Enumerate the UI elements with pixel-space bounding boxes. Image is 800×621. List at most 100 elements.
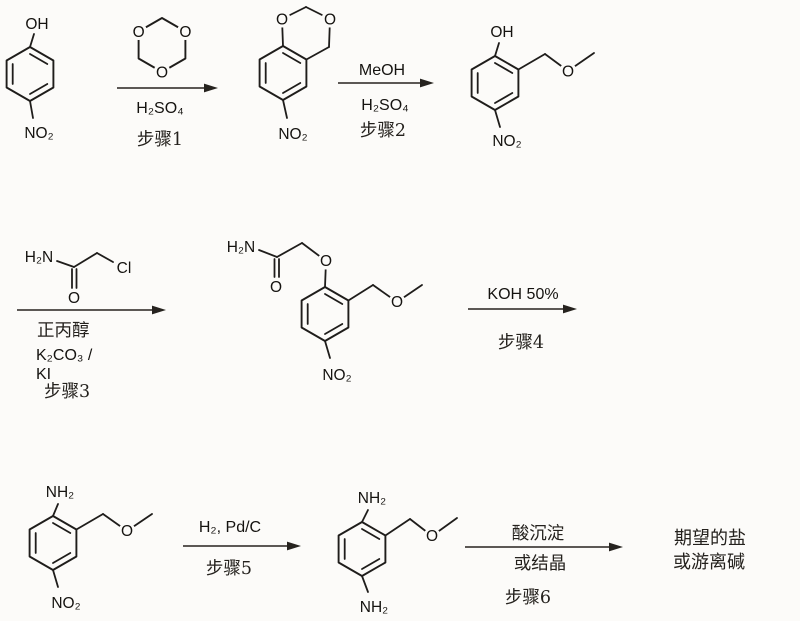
benzene-ring [300,286,350,342]
benzene-ring [258,45,308,101]
double-bond [361,528,381,540]
reagent-step2-below: H₂SO₄ [361,97,408,114]
atom-label-o: O [276,12,288,29]
bond-no2 [324,340,331,359]
molecule-methoxymethyl-nitrophenol: OH O NO₂ [470,24,595,150]
atom-mask [321,10,339,28]
bond-no2 [282,99,288,119]
molecule-phenoxyacetamide: H₂N O O O NO₂ [227,239,423,384]
double-bond [494,62,514,74]
arrow-head [287,541,301,551]
atom-label-no2: NO₂ [322,367,351,384]
atom-mask [130,23,148,40]
step2-label: 步骤2 [360,121,406,141]
atom-label-o: O [270,279,282,296]
molecule-chloroacetamide: H₂N O Cl [25,249,132,307]
atom-label-oh: OH [490,24,513,41]
atom-label-o: O [562,64,574,81]
molecule-trioxane: O O O [130,17,194,82]
benzene-ring [28,515,78,571]
reagent-step6-below: 或结晶 [514,554,567,574]
molecule-4-nitrophenol: OH NO₂ [5,16,55,142]
atom-mask [176,23,194,40]
step6-label: 步骤6 [505,588,551,608]
reagent-step6-above: 酸沉淀 [512,524,565,544]
reagent-step2-above: MeOH [359,62,405,79]
benzene-ring [337,521,387,577]
bond-oh [29,33,35,48]
bond-oh [494,42,500,57]
step4-label: 步骤4 [498,333,544,353]
arrow-head [204,83,218,93]
reagent-step3-ki: KI [36,366,51,383]
atom-label-o: O [179,24,191,41]
product-line2: 或游离碱 [673,552,745,573]
double-bond [52,522,72,534]
bond-nh2 [361,575,369,593]
arrow-step5: H₂, Pd/C 步骤5 [183,519,301,579]
double-bond [324,293,344,305]
molecule-nitrobenzodioxine: O O NO₂ [258,6,339,143]
bond-no2 [29,100,34,119]
atom-mask [118,522,136,540]
reagent-step1: H₂SO₄ [136,100,183,117]
atom-label-no2: NO₂ [24,125,53,142]
bond [258,249,278,258]
atom-label-o: O [320,253,332,270]
bond [305,46,330,61]
arrow-head [152,305,166,315]
atom-label-o: O [68,290,80,307]
bond-no2 [52,569,59,588]
bond [384,518,411,537]
arrow-step6: 酸沉淀 或结晶 步骤6 [465,524,623,608]
atom-mask [273,10,291,28]
molecule-methoxymethyl-diamine: NH₂ O NH₂ [337,490,458,616]
product-line1: 期望的盐 [674,528,746,549]
atom-label-h2n: H₂N [227,239,255,256]
bond-no2 [494,109,501,128]
arrow-step3: 正丙醇 K₂CO₃ / KI 步骤3 [17,305,166,402]
atom-label-o: O [391,294,403,311]
atom-label-o: O [121,523,133,540]
atom-label-oh: OH [25,16,48,33]
bond-cl [96,252,114,263]
molecule-methoxymethyl-nitroaniline: NH₂ O NO₂ [28,484,153,612]
bond [56,260,75,268]
bond [73,252,98,268]
double-bond [29,83,49,95]
atom-label-nh2: NH₂ [358,490,386,507]
atom-label-o: O [156,65,168,82]
atom-mask [317,252,335,270]
double-bond [282,82,302,94]
arrow-head [563,304,577,314]
reagent-step3-base: K₂CO₃ / [36,347,93,364]
double-bond [324,323,344,335]
atom-mask [153,63,171,81]
reagent-step4: KOH 50% [487,286,558,303]
benzene-ring [5,46,55,102]
atom-label-no2: NO₂ [492,133,521,150]
arrow-step2: MeOH H₂SO₄ 步骤2 [338,62,434,141]
atom-label-no2: NO₂ [278,126,307,143]
atom-label-nh2: NH₂ [360,599,388,616]
arrow-step4: KOH 50% 步骤4 [468,286,577,353]
step3-label: 步骤3 [44,382,90,402]
atom-label-o: O [426,528,438,545]
atom-label-h2n: H₂N [25,249,53,266]
double-bond [494,92,514,104]
atom-label-no2: NO₂ [51,595,80,612]
atom-label-o: O [324,12,336,29]
double-bond [29,53,49,65]
double-bond [361,558,381,570]
atom-mask [559,62,577,80]
bond [517,53,546,71]
atom-label-nh2: NH₂ [46,484,74,501]
double-bond [282,52,302,64]
atom-mask [388,293,406,311]
bond [75,513,104,531]
atom-label-o: O [133,24,145,41]
double-bond [52,552,72,564]
bond-nh2 [52,503,59,517]
